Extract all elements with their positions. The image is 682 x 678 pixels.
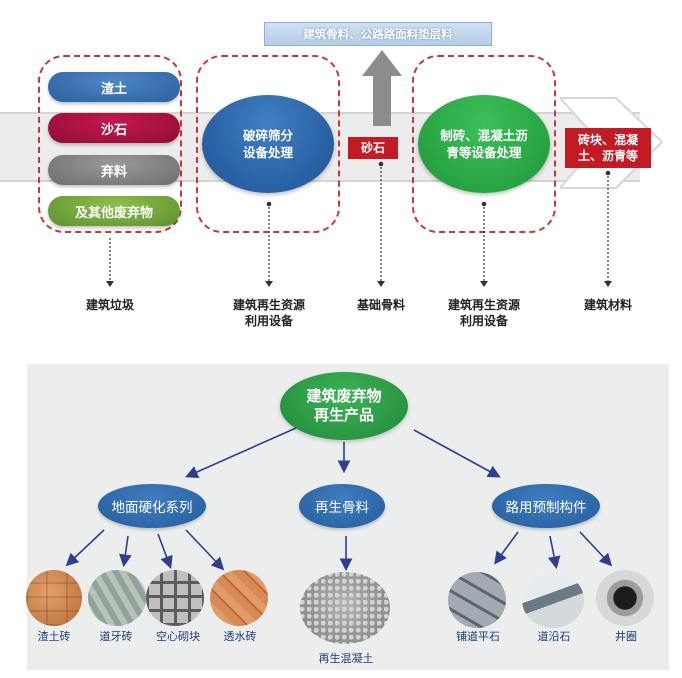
materials-box: 砖块、混凝 土、沥青等 — [565, 128, 651, 168]
band-bottom-line — [0, 180, 640, 182]
muck-brick-photo — [26, 570, 82, 626]
label-recycling-equipment-2: 建筑再生资源 利用设备 — [447, 298, 520, 328]
waste-item-muck: 渣土 — [48, 72, 180, 102]
label-construction-waste: 建筑垃圾 — [85, 298, 134, 312]
caption-recycled-concrete: 再生混凝土 — [318, 652, 374, 665]
category-road-prefab: 路用预制构件 — [492, 484, 600, 528]
recycled-concrete-photo — [300, 572, 390, 644]
curb-brick-photo — [88, 570, 146, 626]
permeable-brick-photo — [210, 570, 268, 626]
manufacture-process-ellipse: 制砖、混凝土沥 青等设备处理 — [418, 95, 550, 193]
waste-item-discard: 弃料 — [48, 155, 180, 185]
label-base-aggregate: 基础骨料 — [356, 298, 405, 312]
caption-muck-brick: 渣土砖 — [37, 630, 71, 643]
aggregate-use-banner: 建筑骨料、公路路面料垫层料 — [264, 22, 492, 46]
waste-item-other: 及其他废弃物 — [48, 196, 180, 226]
caption-curb-stone: 道沿石 — [537, 630, 571, 643]
crushing-process-ellipse: 破碎筛分 设备处理 — [202, 95, 334, 193]
hollow-block-photo — [146, 570, 204, 626]
waste-item-sandstone: 沙石 — [48, 113, 180, 143]
category-recycled-aggregate: 再生骨料 — [299, 484, 385, 528]
category-ground-hardening: 地面硬化系列 — [98, 484, 206, 528]
paving-stone-photo — [448, 572, 506, 628]
label-building-materials: 建筑材料 — [583, 298, 632, 312]
up-arrow — [362, 50, 402, 126]
waste-group-box — [38, 55, 182, 233]
caption-hollow-block: 空心砌块 — [156, 630, 200, 643]
curb-stone-photo — [522, 572, 584, 628]
caption-manhole-ring: 井圈 — [615, 630, 637, 643]
caption-curb-brick: 道牙砖 — [99, 630, 133, 643]
caption-paving-stone: 铺道平石 — [456, 630, 500, 643]
caption-permeable-brick: 透水砖 — [223, 630, 257, 643]
top-dotted-connectors — [106, 161, 612, 287]
manhole-ring-photo — [596, 570, 654, 626]
recycled-products-center: 建筑废弃物 再生产品 — [280, 372, 408, 440]
crushing-group-box — [196, 55, 340, 233]
sand-box: 砂石 — [348, 137, 398, 159]
label-recycling-equipment-1: 建筑再生资源 利用设备 — [232, 298, 305, 328]
